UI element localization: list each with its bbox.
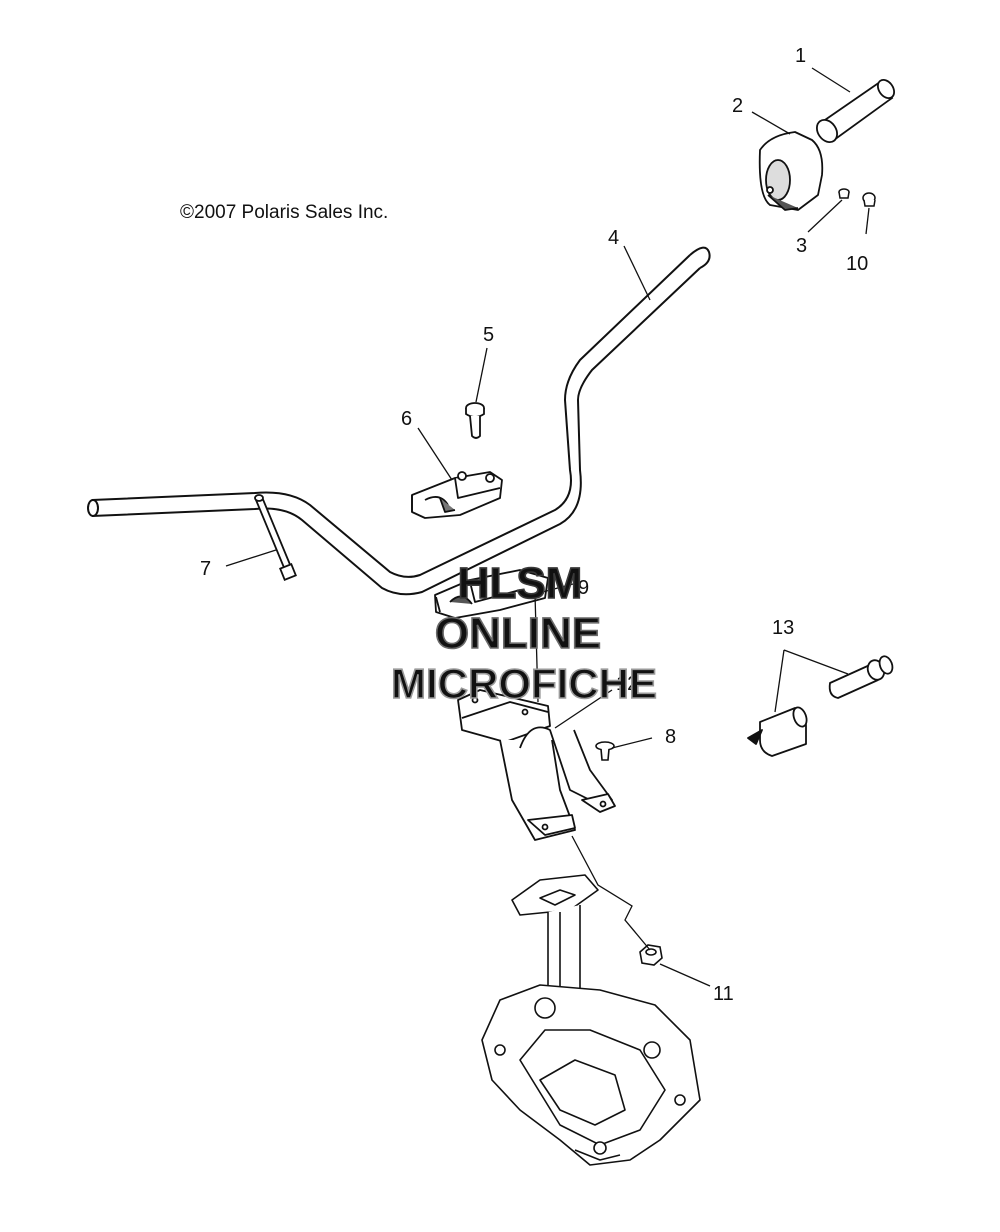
set-screw — [838, 188, 850, 199]
callout-labels: 1 2 3 4 5 6 7 8 9 10 11 12 13 — [200, 45, 868, 1005]
watermark: HLSM ONLINE MICROFICHE — [390, 558, 658, 708]
callout-12: 12 — [616, 673, 638, 695]
watermark-line-2: ONLINE — [435, 609, 601, 658]
callout-10: 10 — [846, 253, 868, 275]
steering-column-base — [481, 874, 701, 1166]
callout-3: 3 — [796, 235, 807, 257]
handlebar — [87, 246, 711, 596]
callout-7: 7 — [200, 558, 211, 580]
callout-6: 6 — [401, 408, 412, 430]
pin-and-sleeve — [747, 655, 894, 757]
callout-13: 13 — [772, 617, 794, 639]
clamp-bolt — [465, 402, 485, 439]
callout-4: 4 — [608, 227, 619, 249]
grip-tube — [816, 78, 896, 144]
watermark-line-1: HLSM — [458, 559, 583, 608]
callout-1: 1 — [795, 45, 806, 67]
throttle-housing — [758, 131, 824, 211]
callout-2: 2 — [732, 95, 743, 117]
long-bolt — [254, 494, 297, 581]
nut — [639, 944, 663, 966]
callout-9: 9 — [578, 577, 589, 599]
leader-lines — [225, 67, 870, 987]
callout-11: 11 — [713, 983, 734, 1005]
upper-clamp — [411, 471, 503, 519]
callout-8: 8 — [665, 726, 676, 748]
copyright-text: ©2007 Polaris Sales Inc. — [180, 202, 388, 223]
callout-5: 5 — [483, 324, 494, 346]
screw — [595, 741, 615, 761]
mounting-bracket — [457, 689, 616, 841]
lower-clamp — [434, 569, 549, 619]
watermark-line-3: MICROFICHE — [391, 660, 657, 707]
cap — [862, 192, 876, 207]
